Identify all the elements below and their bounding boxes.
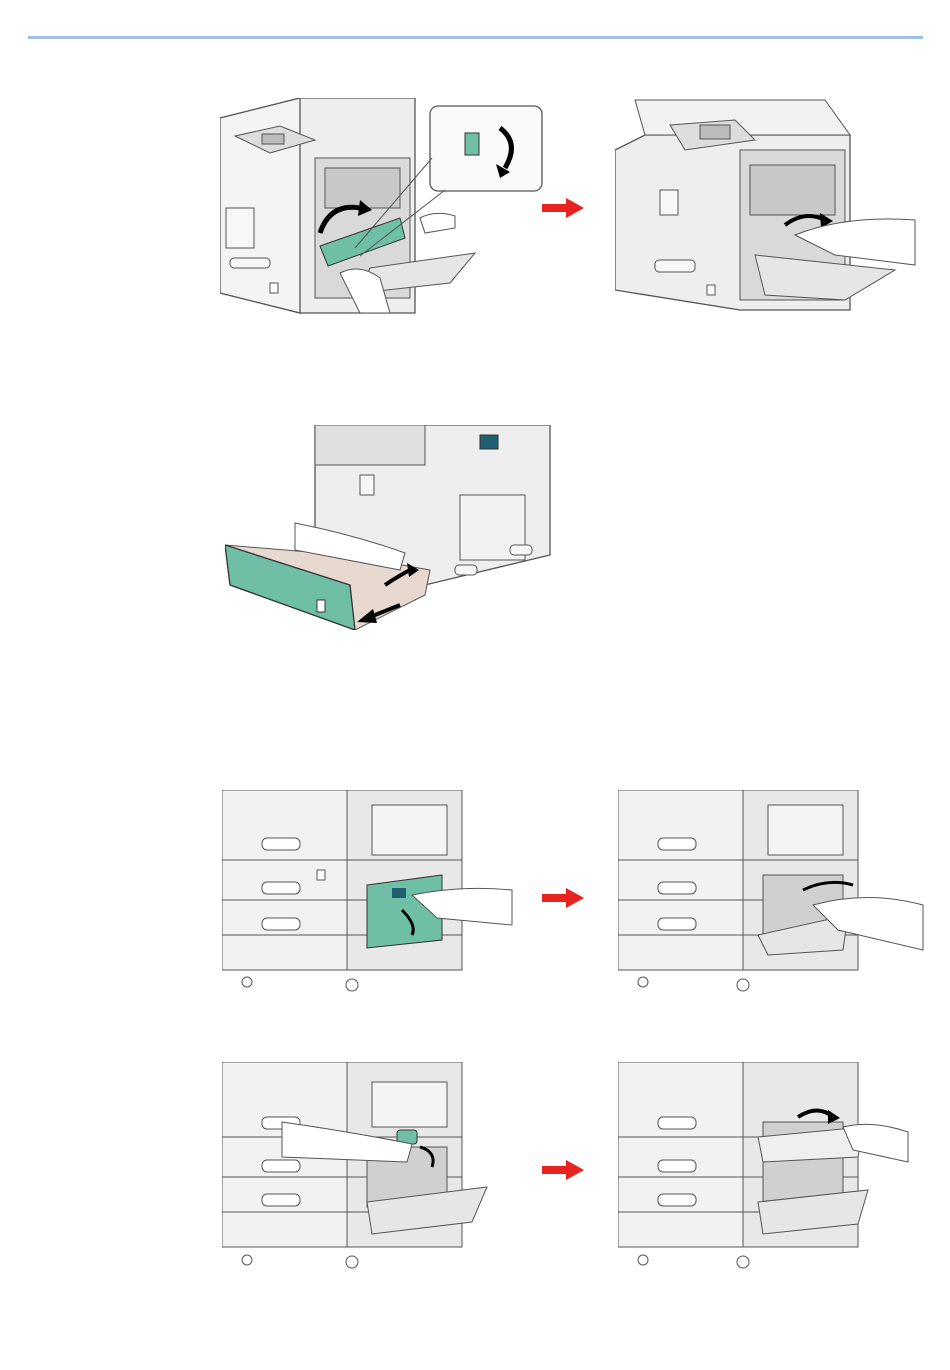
right-arrow-icon	[542, 888, 584, 913]
header-rule	[28, 36, 923, 39]
printer-paper-removal-icon	[615, 95, 930, 315]
cassette-pull-out-icon	[225, 425, 555, 630]
lower-cover-paper-removal-icon	[618, 790, 928, 995]
middle-cover-paper-removal-icon	[618, 1062, 918, 1272]
right-arrow-icon	[542, 1160, 584, 1185]
right-arrow-icon	[542, 198, 584, 223]
printer-right-cover-open-icon	[220, 98, 545, 318]
middle-cover-open-icon	[222, 1062, 517, 1272]
lower-cover-open-icon	[222, 790, 517, 995]
